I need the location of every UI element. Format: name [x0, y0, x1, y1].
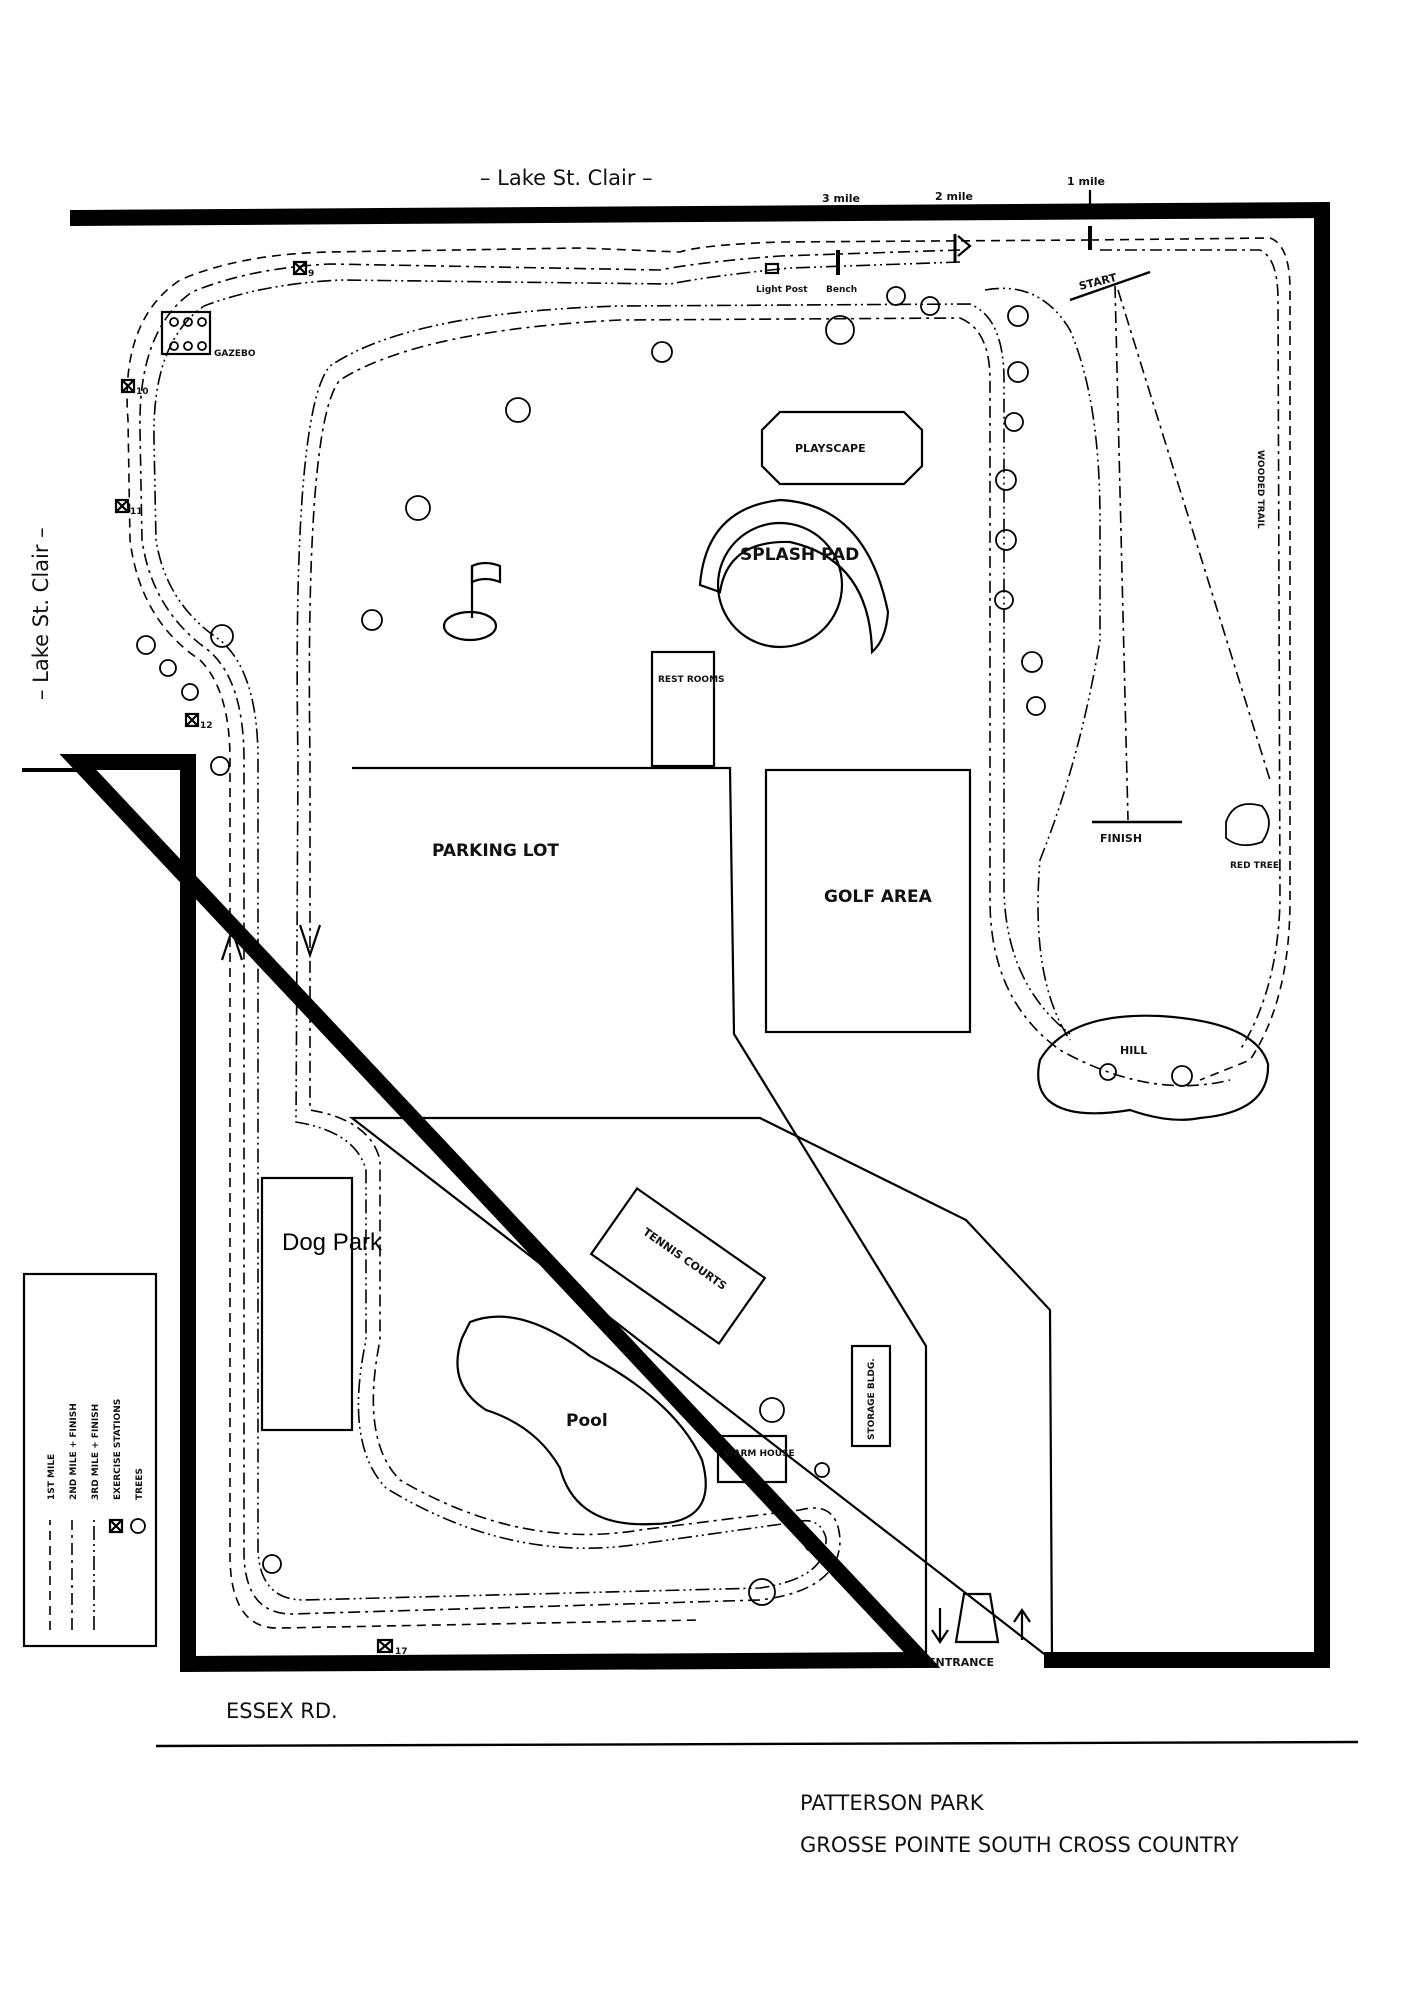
golf-green: [442, 610, 498, 642]
pool-label: Pool: [566, 1411, 608, 1431]
svg-text:10: 10: [136, 387, 149, 397]
start-chute: [1114, 285, 1271, 821]
lake-label-north: – Lake St. Clair –: [480, 166, 653, 190]
gazebo-seats: [169, 317, 207, 351]
mile-marker-3: 3 mile: [822, 192, 860, 205]
gazebo-label: GAZEBO: [214, 349, 256, 359]
footer-team-name: GROSSE POINTE SOUTH CROSS COUNTRY: [800, 1833, 1239, 1857]
route-arrow-up-icon: [220, 926, 244, 961]
splash-pad-circle: [716, 521, 844, 649]
footer-park-name: PATTERSON PARK: [800, 1791, 985, 1815]
route-second-mile: [139, 249, 1281, 1615]
exercise-station-11: 11: [114, 498, 143, 517]
exercise-station-9: 9: [292, 260, 314, 279]
flag-icon: [470, 561, 502, 584]
storage-building: [850, 1344, 892, 1448]
route-third-mile: [153, 261, 1101, 1601]
route-first-mile: [126, 237, 1291, 1629]
exercise-station-10: 10: [120, 378, 149, 397]
hill-shape: [1037, 1014, 1270, 1121]
playscape-label: PLAYSCAPE: [795, 442, 866, 455]
legend: 1ST MILE 2ND MILE + FINISH 3RD MILE + FI…: [22, 1272, 158, 1648]
legend-item-4: EXERCISE STATIONS: [113, 1399, 123, 1500]
splash-pad-arc: [698, 498, 890, 655]
parking-lot-label: PARKING LOT: [432, 841, 559, 861]
legend-box: [22, 1272, 158, 1648]
dog-park-rect: [260, 1176, 354, 1432]
legend-item-2: 2ND MILE + FINISH: [69, 1403, 79, 1500]
exercise-station-12: 12: [184, 712, 213, 731]
parking-lot-outline: [348, 766, 1054, 1663]
mile-1-arrow-icon: [1083, 190, 1097, 218]
svg-text:17: 17: [395, 1647, 408, 1657]
exercise-station-17: 17: [376, 1638, 408, 1657]
tennis-courts-label: TENNIS COURTS: [640, 1225, 729, 1292]
start-line: [1069, 270, 1151, 302]
rest-rooms-label: REST ROOMS: [658, 675, 725, 685]
golf-area-rect: [764, 768, 972, 1034]
road-line: [155, 1740, 1359, 1748]
red-tree-icon: [1225, 803, 1270, 847]
road-label: ESSEX RD.: [226, 1699, 338, 1723]
legend-item-3: 3RD MILE + FINISH: [91, 1404, 101, 1500]
entrance-gate-icon: [954, 1592, 1000, 1644]
legend-item-5: TREES: [135, 1468, 145, 1500]
hill-label: HILL: [1120, 1044, 1147, 1057]
svg-text:11: 11: [130, 507, 143, 517]
rest-rooms-building: [650, 650, 716, 768]
finish-label: FINISH: [1100, 832, 1142, 845]
golf-area-label: GOLF AREA: [824, 887, 933, 907]
legend-item-1: 1ST MILE: [47, 1454, 57, 1500]
entrance-arrow-out-icon: [1013, 1608, 1031, 1640]
storage-label: STORAGE BLDG.: [867, 1358, 877, 1440]
park-boundary: [59, 201, 1330, 1673]
svg-text:9: 9: [308, 269, 314, 279]
tennis-courts: TENNIS COURTS: [589, 1186, 767, 1346]
pool-shape: [456, 1315, 707, 1526]
red-tree-label: RED TREE: [1230, 861, 1279, 871]
bench-label: Bench: [826, 285, 857, 295]
wooded-trail-label: WOODED TRAIL: [1255, 450, 1265, 529]
gazebo-icon: [160, 310, 212, 356]
mile-marker-1: 1 mile: [1067, 175, 1105, 188]
playscape-shape: [760, 410, 924, 486]
trees: [136, 286, 1193, 1606]
legend-tree-icon: [130, 1518, 146, 1534]
legend-station-icon: [108, 1518, 124, 1534]
warm-house-building: [716, 1434, 788, 1484]
entrance-label: ENTRANCE: [928, 1656, 994, 1669]
light-post-label: Light Post: [756, 285, 808, 295]
mile-2-arrow-icon: [957, 235, 972, 257]
route-arrow-down-icon: [298, 924, 322, 959]
warm-house-label: WARM HOUSE: [724, 1449, 795, 1459]
svg-text:12: 12: [200, 721, 213, 731]
splash-pad-label: SPLASH PAD: [740, 545, 859, 565]
dog-park-label: Dog Park: [282, 1229, 383, 1256]
entrance-arrow-in-icon: [931, 1608, 949, 1644]
lake-label-west: – Lake St. Clair –: [29, 527, 53, 700]
mile-marker-2: 2 mile: [935, 190, 973, 203]
light-post-icon: [764, 262, 780, 275]
